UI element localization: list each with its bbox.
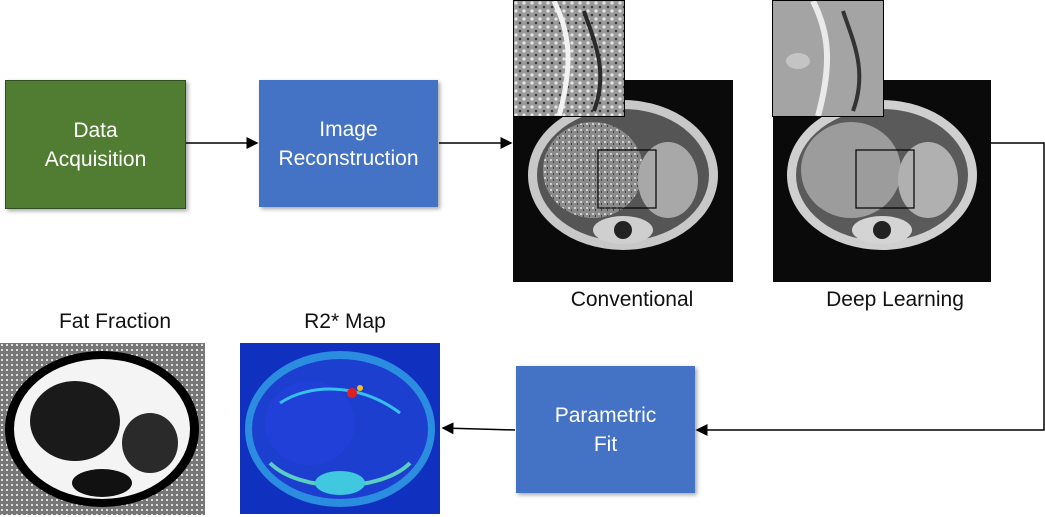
- fat-fraction-label: Fat Fraction: [58, 310, 172, 333]
- conventional-label: Conventional: [570, 288, 694, 311]
- parametric-fit-box: Parametric Fit: [516, 366, 695, 493]
- arrow-fit-to-maps: [441, 422, 516, 435]
- parametric-fit-label: Parametric Fit: [554, 403, 657, 456]
- r2star-map-label: R2* Map: [304, 310, 386, 333]
- data-acquisition-label: Data Acquisition: [44, 118, 147, 171]
- image-reconstruction-label: Image Reconstruction: [278, 117, 419, 170]
- image-reconstruction-box: Image Reconstruction: [259, 80, 438, 207]
- data-acquisition-box: Data Acquisition: [5, 80, 186, 209]
- r2star-map: [240, 343, 440, 514]
- conventional-zoom-inset: [513, 0, 625, 117]
- arrow-images-to-fit: [695, 142, 1045, 436]
- deep-learning-label: Deep Learning: [826, 288, 964, 311]
- deep-learning-zoom-inset: [772, 0, 884, 117]
- fat-fraction-map: [0, 343, 205, 515]
